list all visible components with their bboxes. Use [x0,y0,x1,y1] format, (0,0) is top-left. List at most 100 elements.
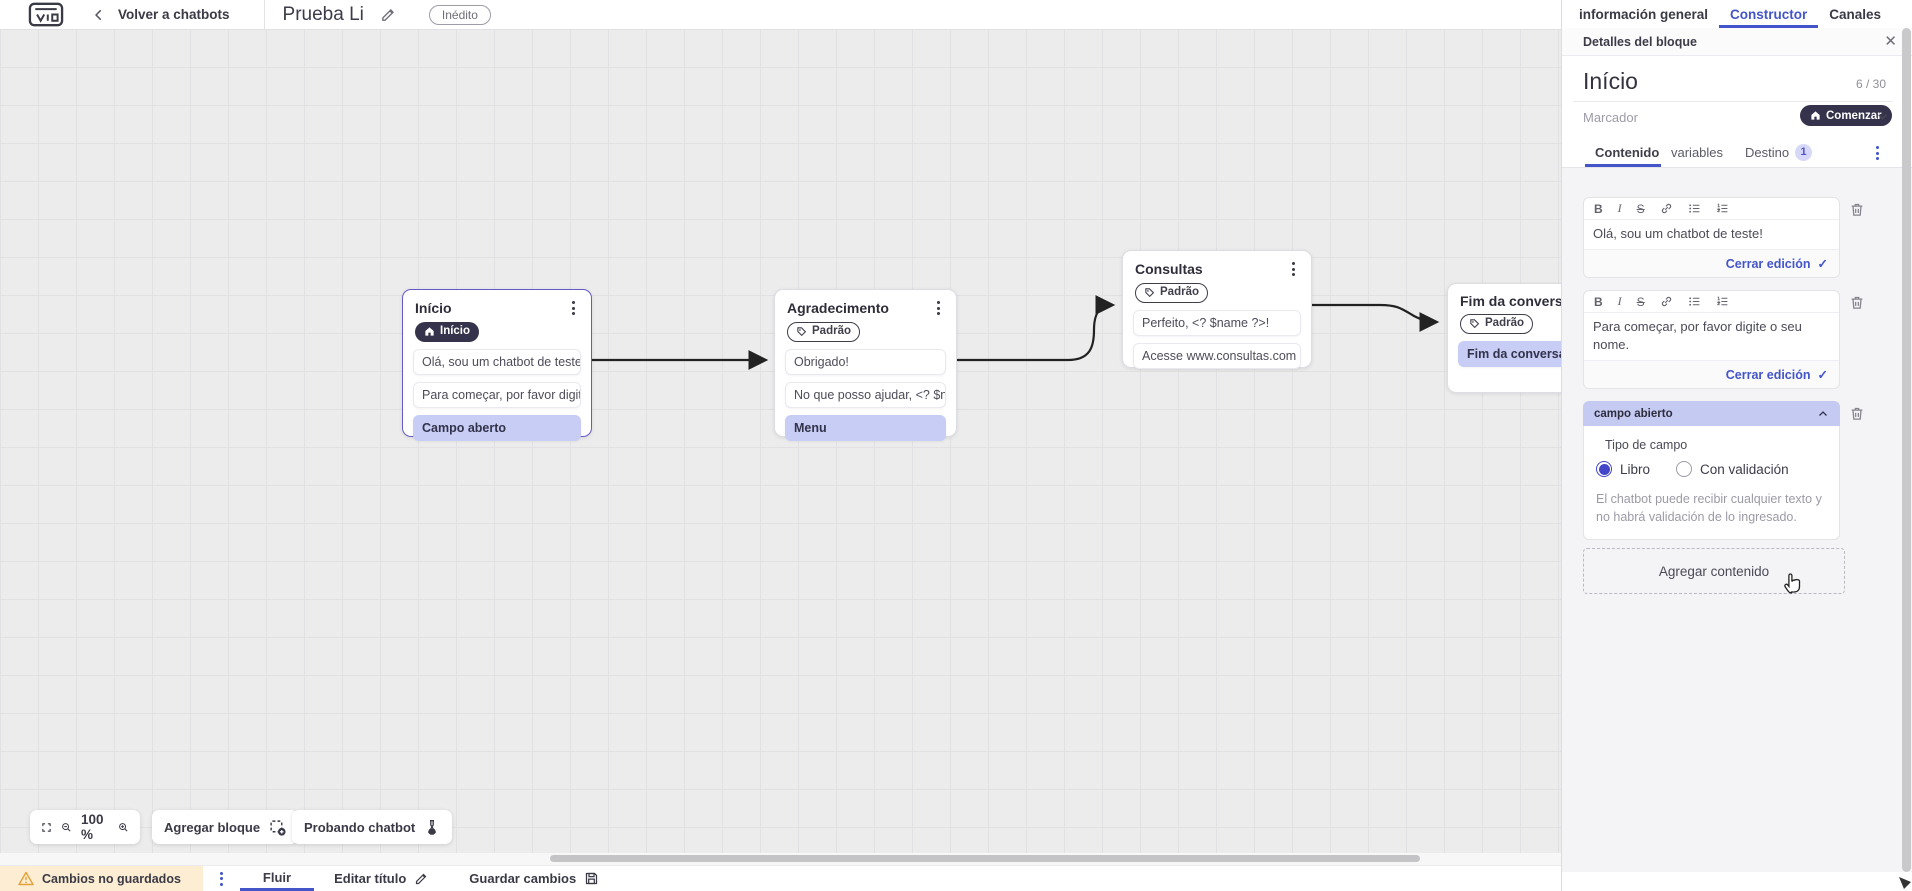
flow-block-consultas[interactable]: Consultas Padrão Perfeito, <? $name ?>! … [1122,250,1312,370]
open-field-header[interactable]: campo abierto [1583,401,1840,426]
block-menu-icon[interactable] [1288,260,1299,278]
block-content-row[interactable]: Obrigado! [785,349,946,376]
topbar-divider [263,0,265,29]
zoom-in-icon[interactable] [118,820,129,835]
block-open-field-row[interactable]: Campo aberto [413,415,581,442]
block-name-input[interactable]: Início [1583,68,1638,94]
tag-icon [1145,288,1155,298]
message-text[interactable]: Para começar, por favor digite o seu nom… [1593,319,1802,353]
back-to-chatbots-link[interactable]: Volver a chatbots [118,7,230,22]
edit-title-button[interactable]: Editar título [314,866,449,891]
subtab-variables[interactable]: variables [1671,144,1724,160]
flow-block-agradecimento[interactable]: Agradecimento Padrão Obrigado! No que po… [774,289,957,442]
connection-arrows [592,295,1440,370]
block-badge-inicio: Início [415,322,480,342]
bullet-list-icon[interactable] [1688,295,1701,308]
destination-count-badge: 1 [1795,143,1813,161]
bold-icon[interactable]: B [1594,201,1603,216]
panel-scrollbar-thumb[interactable] [1902,28,1911,872]
close-icon[interactable]: ✕ [1884,33,1897,50]
tag-icon [797,327,807,337]
field-help-text: El chatbot puede recibir cualquier texto… [1596,492,1822,525]
radio-libro[interactable] [1596,461,1612,477]
subtab-destino[interactable]: Destino 1 [1745,139,1813,165]
test-chatbot-label: Probando chatbot [304,819,416,835]
divider [1562,167,1912,168]
content-menu-icon[interactable] [1872,144,1883,162]
zoom-level: 100 % [80,812,104,842]
bold-icon[interactable]: B [1594,294,1603,309]
name-char-counter: 6 / 30 [1855,77,1886,91]
editor-toolbar: B I S [1584,198,1839,220]
zoom-controls: 100 % [30,810,140,844]
add-block-button[interactable]: Agregar bloque [152,810,299,844]
divider [1573,101,1893,102]
app-logo-icon [28,2,64,27]
close-edit-button[interactable]: Cerrar edición✓ [1584,249,1839,278]
block-menu-icon[interactable] [568,299,579,317]
link-icon[interactable] [1660,202,1673,215]
panel-subtabs: Contenido variables Destino 1 [1562,139,1912,167]
fullscreen-icon[interactable] [41,820,52,835]
block-content-row[interactable]: No que posso ajudar, <? $name ... [785,382,946,409]
flow-block-inicio[interactable]: Início Início Olá, sou um chatbot de tes… [402,289,592,442]
add-content-button[interactable]: Agregar contenido [1583,548,1845,594]
close-edit-button[interactable]: Cerrar edición✓ [1584,360,1839,389]
check-icon: ✓ [1817,257,1828,272]
block-content-row[interactable]: Perfeito, <? $name ?>! [1133,310,1301,337]
italic-icon[interactable]: I [1617,294,1622,308]
block-content-row[interactable]: Acesse www.consultas.com par... [1133,343,1301,370]
flow-menu-icon[interactable] [203,866,240,891]
detail-panel: información general Constructor Canales … [1561,0,1912,891]
tab-constructor[interactable]: Constructor [1719,0,1819,28]
trash-icon[interactable] [1849,294,1865,311]
block-badge-padrao: Padrão [1135,283,1208,303]
panel-top-tabs: información general Constructor Canales [1562,0,1912,28]
block-badge-padrao: Padrão [1460,314,1533,334]
add-block-icon [270,819,286,836]
bullet-list-icon[interactable] [1688,202,1701,215]
numbered-list-icon[interactable] [1716,202,1729,215]
marker-value-pill[interactable]: Comenzar [1800,105,1892,126]
back-chevron-icon[interactable] [92,8,106,22]
flow-canvas[interactable]: Início Início Olá, sou um chatbot de tes… [0,29,1632,853]
block-content-row[interactable]: Olá, sou um chatbot de teste! [413,349,581,376]
block-title: Início [415,300,452,316]
house-icon [1811,111,1820,120]
italic-icon[interactable]: I [1617,201,1622,215]
check-icon: ✓ [1817,368,1828,383]
chevron-up-icon [1819,410,1827,416]
block-details-title: Detalles del bloque [1583,34,1697,49]
block-menu-icon[interactable] [933,299,944,317]
strikethrough-icon[interactable]: S [1636,201,1645,216]
status-badge: Inédito [428,4,491,25]
tab-informacion-general[interactable]: información general [1579,7,1709,22]
chevron-down-icon[interactable] [1876,110,1889,123]
numbered-list-icon[interactable] [1716,295,1729,308]
radio-con-validacion[interactable] [1676,461,1693,477]
block-menu-row[interactable]: Menu [785,415,946,442]
block-content-row[interactable]: Para começar, por favor digite o ... [413,382,581,409]
zoom-out-icon[interactable] [61,820,72,835]
chatbot-title: Prueba Li [282,3,364,25]
tab-canales[interactable]: Canales [1829,7,1882,22]
block-badge-padrao: Padrão [787,322,860,342]
trash-icon[interactable] [1849,201,1865,218]
save-changes-button[interactable]: Guardar cambios [449,866,619,891]
warning-icon [18,871,34,886]
subtab-contenido[interactable]: Contenido [1595,144,1660,160]
tab-fluir[interactable]: Fluir [239,866,315,891]
link-icon[interactable] [1660,295,1673,308]
marker-label: Marcador [1583,110,1638,125]
unsaved-changes-label: Cambios no guardados [42,871,181,886]
strikethrough-icon[interactable]: S [1636,294,1645,309]
tag-icon [1470,319,1480,329]
block-title: Fim da conversa [1460,293,1571,309]
test-chatbot-button[interactable]: Probando chatbot [292,810,453,844]
edit-title-pencil-icon[interactable] [380,6,397,23]
radio-con-validacion-label: Con validación [1700,461,1789,477]
canvas-hscrollbar-thumb[interactable] [550,855,1420,862]
message-text[interactable]: Olá, sou um chatbot de teste! [1593,226,1763,241]
trash-icon[interactable] [1849,405,1865,422]
